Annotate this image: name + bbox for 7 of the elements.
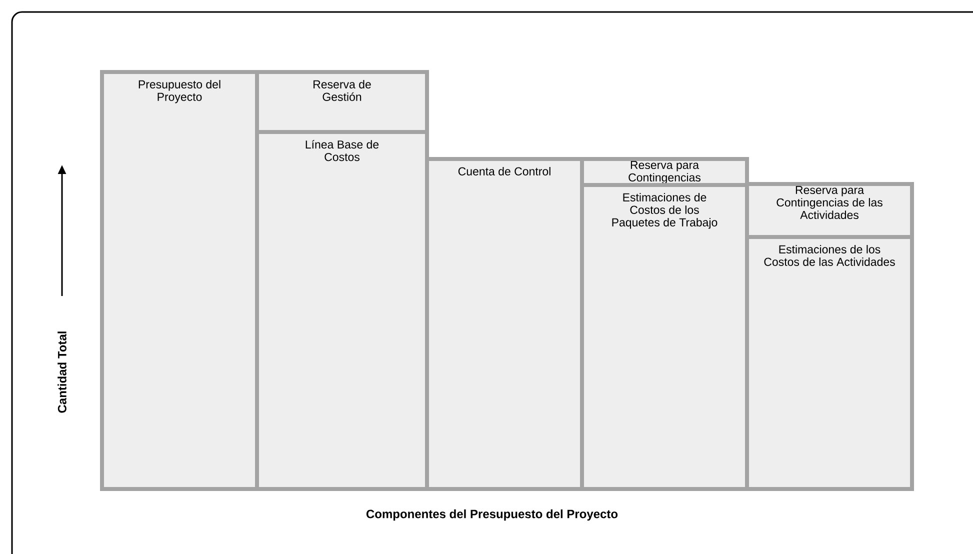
reserve-box: Reserva para Contingencias: [580, 157, 749, 187]
account-column: Cuenta de Control: [425, 157, 584, 491]
axis-label: Componentes del Presupuesto del Proyecto: [366, 509, 618, 521]
reserve-box: Reserva de Gestión: [255, 70, 429, 134]
axis-label: Cantidad Total: [58, 332, 66, 413]
budget-column: Presupuesto del Proyecto: [100, 70, 259, 491]
reserve-box: Reserva para Contingencias de las Actividades: [745, 182, 914, 239]
